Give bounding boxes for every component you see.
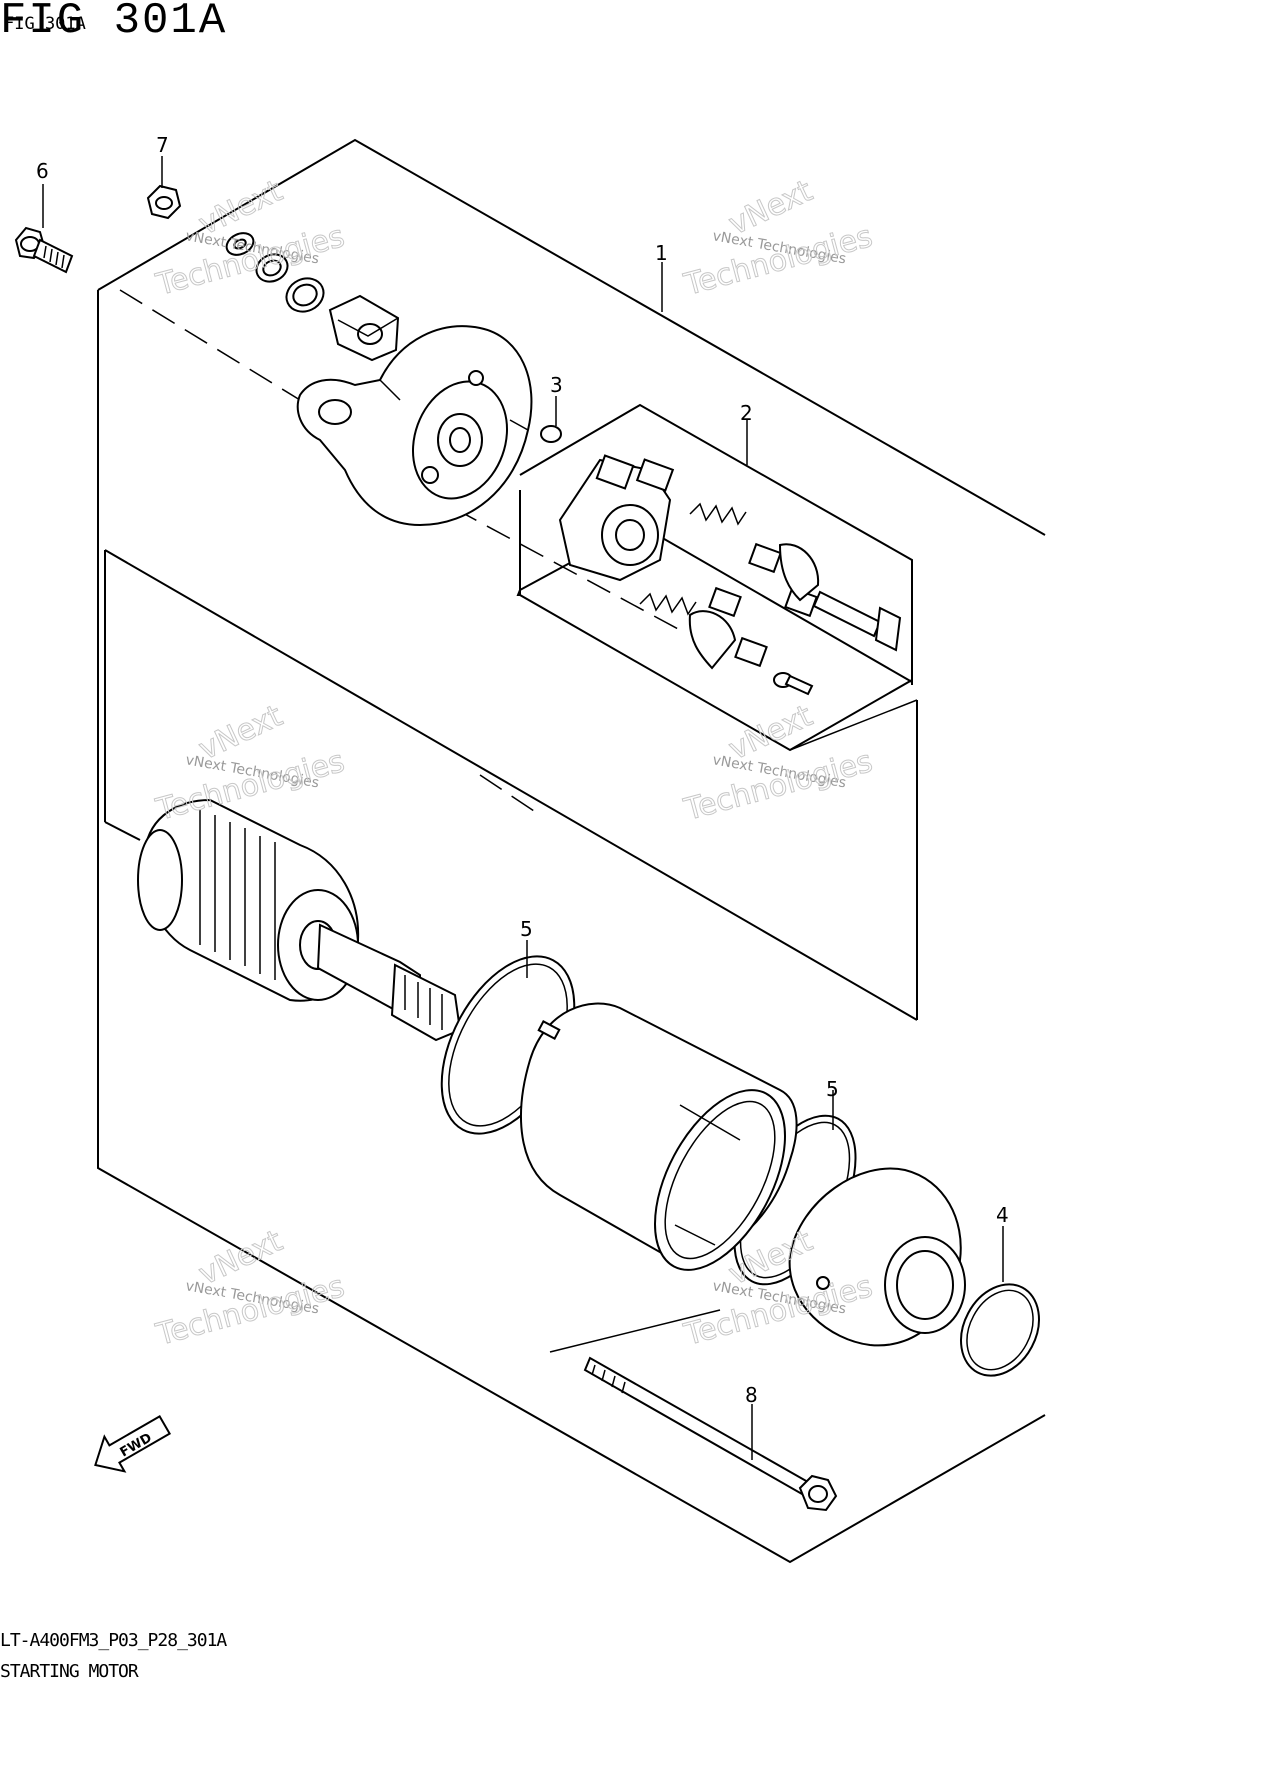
fwd-arrow: FWD xyxy=(94,1414,172,1473)
diagram-name: STARTING MOTOR xyxy=(0,1661,139,1682)
svg-text:vNext: vNext xyxy=(724,173,818,242)
nut-8 xyxy=(146,184,182,220)
washer-stack xyxy=(225,232,325,313)
watermark-top-right: vNext Technologies vNext Technologies xyxy=(680,173,877,304)
brushes xyxy=(688,542,820,670)
leader-lines xyxy=(42,156,1004,1460)
watermark-bottom-left: vNext Technologies vNext Technologies xyxy=(152,1223,349,1354)
svg-text:Technologies: Technologies xyxy=(680,219,876,303)
small-screw xyxy=(773,672,814,696)
rear-end-cover xyxy=(296,325,533,527)
figure-title: FIG 301A xyxy=(0,0,228,46)
bolt-7 xyxy=(14,226,74,274)
callout-numbers: 6 7 1 3 2 5 5 4 8 xyxy=(36,133,1009,1407)
brush-holder-box-2 xyxy=(516,403,913,752)
yoke-housing xyxy=(520,1002,798,1271)
svg-text:Technologies: Technologies xyxy=(680,744,876,828)
callout-2: 2 xyxy=(740,401,753,425)
svg-text:vNext: vNext xyxy=(194,698,288,767)
assembly-frame-1 xyxy=(97,138,1046,1564)
brush-holder-plate xyxy=(558,454,675,582)
svg-text:Technologies: Technologies xyxy=(152,744,348,828)
callout-8: 7 xyxy=(156,133,169,157)
callout-5b: 5 xyxy=(826,1077,839,1101)
callout-3: 3 xyxy=(550,373,563,397)
brush-springs xyxy=(639,502,747,616)
svg-text:Technologies: Technologies xyxy=(152,1269,348,1353)
terminal-bolt xyxy=(812,590,902,652)
terminal-block xyxy=(328,294,400,362)
svg-text:vNext: vNext xyxy=(194,1223,288,1292)
front-housing xyxy=(788,1167,966,1347)
svg-text:vNext: vNext xyxy=(194,173,288,242)
armature-box xyxy=(104,549,918,1021)
callout-5a: 5 xyxy=(520,917,533,941)
callout-4: 4 xyxy=(996,1203,1009,1227)
callout-7: 6 xyxy=(36,159,49,183)
diagram-code: LT-A400FM3_P03_P28_301A xyxy=(0,1630,227,1651)
callout-1: 1 xyxy=(655,241,668,265)
o-ring-4 xyxy=(960,1283,1040,1377)
svg-text:vNext: vNext xyxy=(724,698,818,767)
watermark-mid-left: vNext Technologies vNext Technologies xyxy=(152,698,349,829)
callout-6: 8 xyxy=(745,1383,758,1407)
figure-title-overlay: FIG 301A xyxy=(4,14,86,34)
armature xyxy=(137,798,462,1042)
o-ring-3 xyxy=(540,425,562,443)
